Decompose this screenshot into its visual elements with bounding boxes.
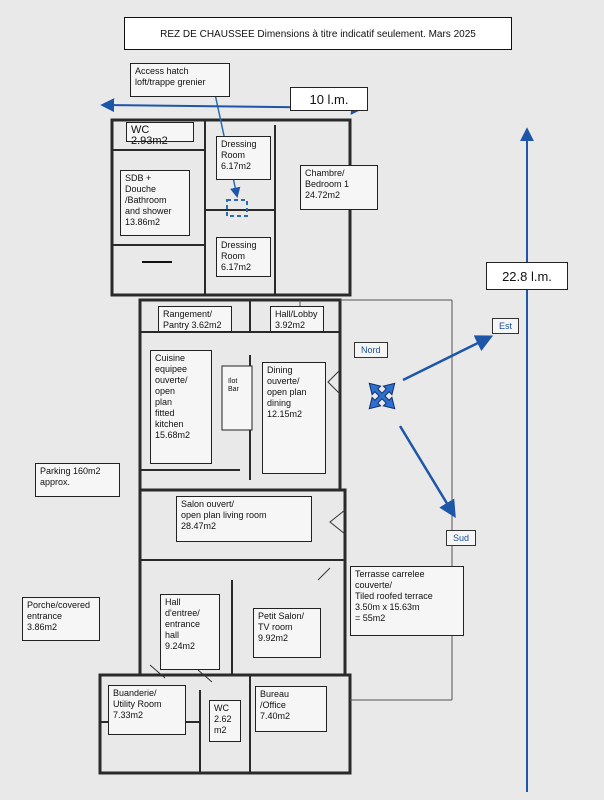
compass-rose-icon: [368, 382, 396, 410]
compass-south-label: Sud: [446, 530, 477, 546]
porche-callout: Porche/covered entrance 3.86m2: [22, 597, 100, 641]
room-chambre: Chambre/ Bedroom 1 24.72m2: [300, 165, 378, 210]
height-dimension-label: 22.8 l.m.: [486, 262, 568, 290]
room-wc-bottom: WC 2.62 m2: [209, 700, 241, 742]
walls: [98, 118, 352, 775]
room-bureau: Bureau /Office 7.40m2: [255, 686, 327, 732]
room-hall-entree: Hall d'entree/ entrance hall 9.24m2: [160, 594, 220, 670]
room-hall-lobby: Hall/Lobby 3.92m2: [270, 306, 324, 332]
room-dressing-top: Dressing Room 6.17m2: [216, 136, 271, 180]
room-rangement: Rangement/ Pantry 3.62m2: [158, 306, 232, 332]
east-arrow: [402, 335, 494, 382]
kitchen-island: [221, 365, 253, 431]
compass-east-label: Est: [492, 318, 520, 334]
room-cuisine: Cuisine equipee ouverte/ open plan fitte…: [150, 350, 212, 464]
room-wc-top: WC 2.93m2: [126, 122, 194, 147]
room-sdb: SDB + Douche /Bathroom and shower 13.86m…: [120, 170, 190, 236]
width-dimension-label: 10 l.m.: [290, 87, 368, 111]
room-salon: Salon ouvert/ open plan living room 28.4…: [176, 496, 312, 542]
door-swings: [149, 369, 346, 683]
room-dining: Dining ouverte/ open plan dining 12.15m2: [262, 362, 326, 474]
plan-title: REZ DE CHAUSSEE Dimensions à titre indic…: [124, 17, 512, 50]
access-hatch-callout: Access hatch loft/trappe grenier: [130, 63, 230, 97]
room-buanderie: Buanderie/ Utility Room 7.33m2: [108, 685, 186, 735]
service-wing-wall: [98, 673, 352, 775]
terrasse-callout: Terrasse carrelee couverte/ Tiled roofed…: [350, 566, 464, 636]
compass-north-label: Nord: [354, 342, 388, 358]
room-dressing-bottom: Dressing Room 6.17m2: [216, 237, 271, 277]
south-arrow: [398, 425, 456, 518]
parking-callout: Parking 160m2 approx.: [35, 463, 120, 497]
access-hatch-marker: [226, 199, 248, 217]
terrace-outline: [299, 299, 453, 701]
kitchen-island-label: Ilot Bar: [228, 378, 239, 393]
room-petit-salon: Petit Salon/ TV room 9.92m2: [253, 608, 321, 658]
